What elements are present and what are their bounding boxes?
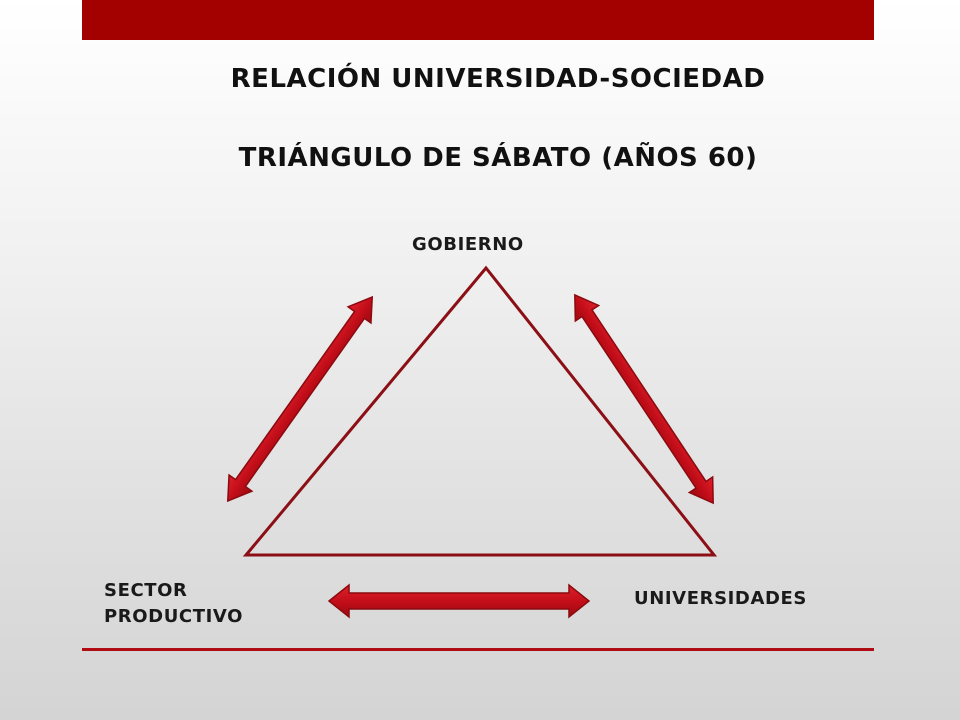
- slide-subtitle: TRIÁNGULO DE SÁBATO (AÑOS 60): [238, 143, 758, 173]
- double-arrow-gobierno-universidades: [574, 293, 714, 505]
- node-universidades: UNIVERSIDADES: [634, 588, 807, 609]
- slide-title: RELACIÓN UNIVERSIDAD-SOCIEDAD: [230, 64, 766, 94]
- double-arrow-sector-gobierno: [226, 295, 374, 503]
- node-gobierno: GOBIERNO: [412, 234, 524, 255]
- triangle-outline: [242, 265, 718, 557]
- node-sector-line2: PRODUCTIVO: [104, 606, 244, 627]
- double-arrow-sector-universidades: [327, 583, 591, 619]
- bottom-rule: [82, 648, 874, 651]
- node-sector-productivo: SECTOR PRODUCTIVO: [104, 578, 304, 630]
- node-sector-line1: SECTOR: [104, 580, 188, 601]
- top-accent-bar: [82, 0, 874, 40]
